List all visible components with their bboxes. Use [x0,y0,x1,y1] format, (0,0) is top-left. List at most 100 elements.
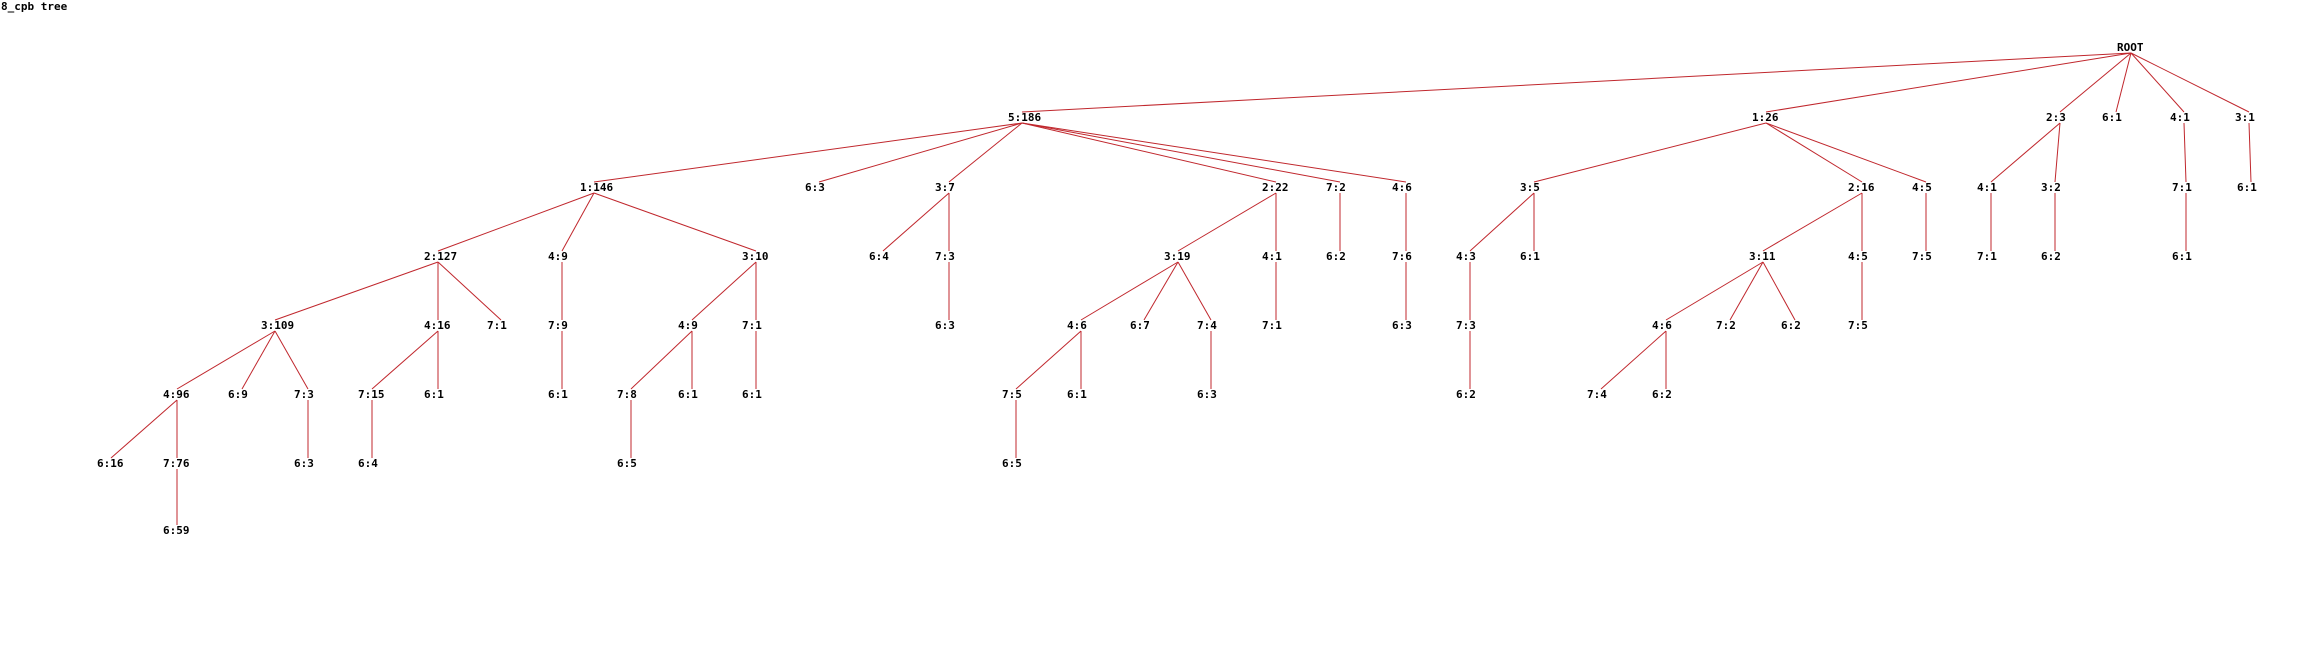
tree-node-label: 6:1 [424,388,444,401]
tree-node-label: 7:3 [935,250,955,263]
tree-node-label: 7:1 [487,319,507,332]
tree-edge [2130,52,2250,113]
tree-node-label: 4:3 [1456,250,1476,263]
tree-node-label: 4:1 [1262,250,1282,263]
tree-edge [2248,122,2252,183]
tree-edge [371,330,439,390]
tree-node-label: 4:9 [548,250,568,263]
tree-node-label: 5:186 [1008,111,1041,124]
tree-edge [1765,52,2132,113]
tree-node-label: 4:5 [1912,181,1932,194]
tree-node-label: 4:9 [678,319,698,332]
tree-edge [1177,192,1277,252]
tree-node-label: 6:1 [1067,388,1087,401]
tree-edge [1015,330,1082,390]
tree-node-label: 7:6 [1392,250,1412,263]
tree-edge [437,192,595,252]
tree-node-label: 7:4 [1587,388,1607,401]
tree-node-label: 6:59 [163,524,190,537]
tree-node-label: 7:5 [1848,319,1868,332]
tree-edge [2059,52,2132,113]
tree-edge [1469,192,1535,252]
tree-node-label: 7:5 [1002,388,1022,401]
tree-node-label: 7:15 [358,388,385,401]
tree-node-label: 6:5 [1002,457,1022,470]
tree-node-label: 4:6 [1392,181,1412,194]
tree-node-label: 7:9 [548,319,568,332]
tree-node-label: 7:1 [1977,250,1997,263]
tree-node-label: 4:96 [163,388,190,401]
tree-edge [2054,122,2061,183]
tree-node-label: 6:2 [2041,250,2061,263]
tree-node-label: 4:6 [1652,319,1672,332]
tree-edge [1600,330,1667,390]
tree-node-label: 2:127 [424,250,457,263]
tree-node-label: 3:11 [1749,250,1776,263]
tree-edge [1990,122,2061,183]
tree-node-label: 2:3 [2046,111,2066,124]
tree-edge [274,261,439,321]
tree-node-label: 6:2 [1652,388,1672,401]
tree-node-label: 4:1 [1977,181,1997,194]
tree-edge [593,122,1023,183]
tree-edge [561,192,595,252]
tree-node-label: 4:6 [1067,319,1087,332]
tree-edge [274,330,309,390]
tree-edges [110,52,2252,525]
tree-node-label: 6:3 [935,319,955,332]
tree-node-label: 6:3 [1197,388,1217,401]
tree-node-label: 2:16 [1848,181,1875,194]
tree-node-label: 4:1 [2170,111,2190,124]
tree-node-label: 7:4 [1197,319,1217,332]
tree-edge [1762,261,1796,321]
tree-node-label: 4:5 [1848,250,1868,263]
tree-node-label: 6:1 [1520,250,1540,263]
tree-node-label: 6:5 [617,457,637,470]
tree-node-label: 6:16 [97,457,124,470]
tree-edge [110,399,178,459]
tree-node-label: 3:7 [935,181,955,194]
tree-edge [241,330,276,390]
tree-edge [1765,122,1863,183]
tree-node-label: 1:26 [1752,111,1779,124]
tree-edge [2183,122,2187,183]
tree-node-label: 6:1 [2102,111,2122,124]
tree-node-label: 3:1 [2235,111,2255,124]
tree-node-label: 7:3 [294,388,314,401]
tree-edge [176,330,276,390]
tree-node-label: 6:3 [805,181,825,194]
tree-node-label: 2:22 [1262,181,1289,194]
tree-node-label: 3:109 [261,319,294,332]
tree-node-label: 1:146 [580,181,613,194]
tree-node-label: 7:2 [1326,181,1346,194]
tree-node-label: 6:3 [1392,319,1412,332]
tree-node-label: 6:9 [228,388,248,401]
tree-edge [1021,122,1277,183]
tree-node-label: 3:10 [742,250,769,263]
tree-node-label: 7:1 [1262,319,1282,332]
tree-node-label: 6:1 [742,388,762,401]
tree-edge [1665,261,1764,321]
tree-node-label: 3:19 [1164,250,1191,263]
tree-edge [1143,261,1179,321]
tree-node-label: 7:1 [2172,181,2192,194]
tree-node-label: 6:1 [2172,250,2192,263]
page-title: 8_cpb tree [1,0,68,13]
tree-edge [1729,261,1764,321]
tree-edge [882,192,950,252]
tree-node-label: 7:8 [617,388,637,401]
tree-node-label: 6:4 [358,457,378,470]
tree-edge [691,261,757,321]
tree-edge [1533,122,1767,183]
tree-node-label: 7:1 [742,319,762,332]
tree-edge [1021,122,1407,183]
tree-node-label: 6:1 [548,388,568,401]
tree-edge [1080,261,1179,321]
tree-node-label: 4:16 [424,319,451,332]
tree-node-label: 3:2 [2041,181,2061,194]
tree-edge [593,192,757,252]
tree-edge [437,261,502,321]
tree-edge [2130,52,2185,113]
